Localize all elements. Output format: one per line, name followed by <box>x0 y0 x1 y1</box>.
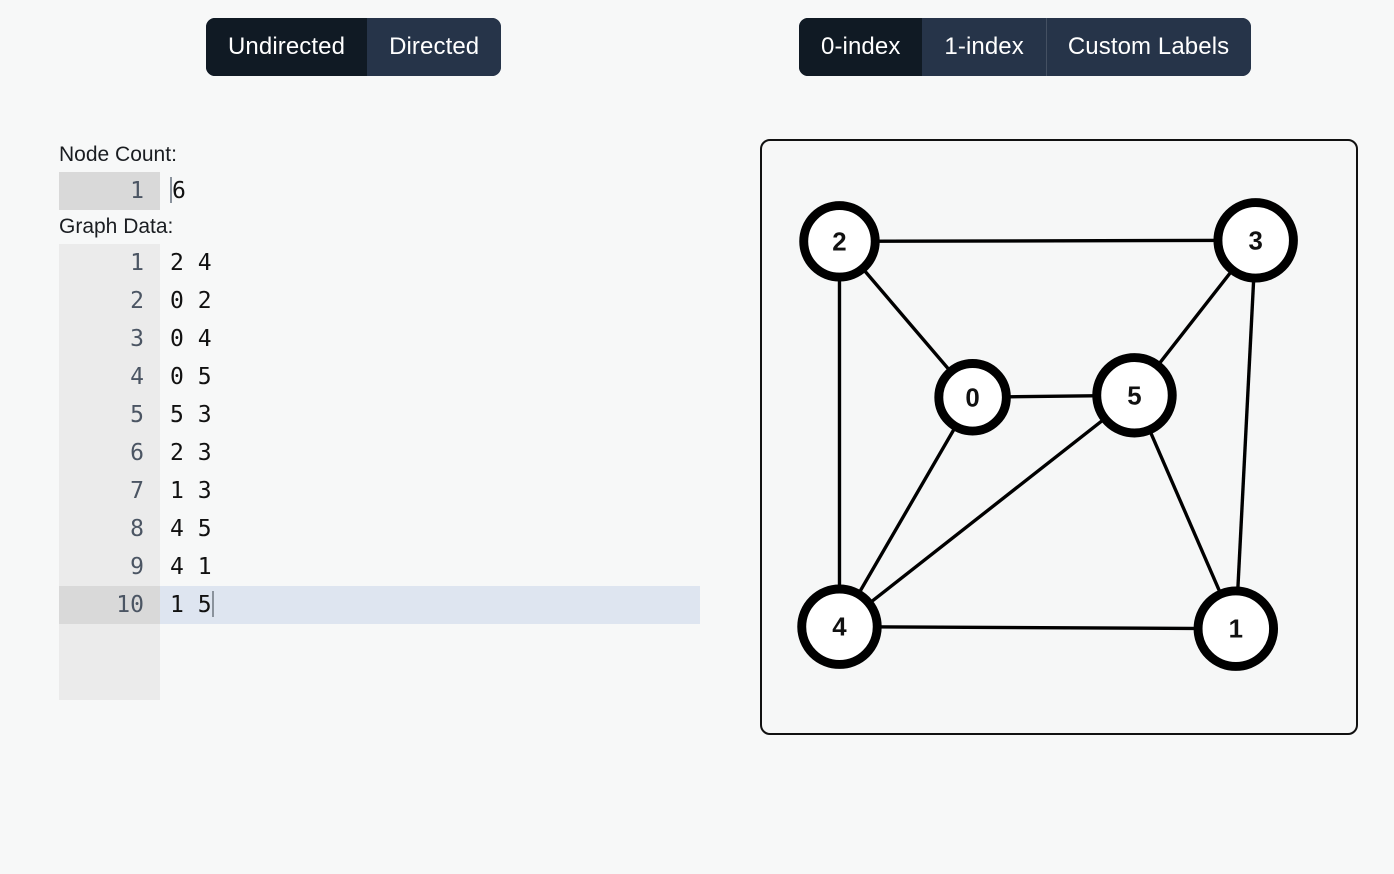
node-label: 5 <box>1127 382 1141 410</box>
graph-edges <box>837 238 1258 631</box>
node-label: 1 <box>1229 616 1243 644</box>
node-circle[interactable] <box>1213 198 1298 283</box>
graph-edge <box>1132 394 1238 630</box>
node-count-label: Node Count: <box>59 143 177 166</box>
graph-node[interactable]: 3 <box>1213 198 1298 283</box>
node-circle[interactable] <box>1193 586 1279 671</box>
line-content[interactable]: 0 2 <box>170 288 212 314</box>
indexing-option-1-index[interactable]: 1-index <box>922 18 1046 76</box>
graph-edge <box>839 238 1256 244</box>
line-number: 2 <box>59 282 160 320</box>
graph-node[interactable]: 5 <box>1092 353 1177 438</box>
indexing-option-custom-labels[interactable]: Custom Labels <box>1045 18 1252 76</box>
line-number: 10 <box>59 586 160 624</box>
graph-nodes[interactable]: 0 1 2 3 4 5 <box>797 198 1298 671</box>
line-number: 6 <box>59 434 160 472</box>
line-number: 9 <box>59 548 160 586</box>
direction-option-undirected[interactable]: Undirected <box>206 18 368 76</box>
graph-data-input[interactable]: 1 2 4 2 0 2 3 0 4 4 0 5 5 5 3 6 2 3 7 1 … <box>0 244 700 700</box>
code-line[interactable]: 1 6 <box>0 172 700 210</box>
line-number: 3 <box>59 320 160 358</box>
line-number: 1 <box>59 244 160 282</box>
line-content[interactable]: 5 3 <box>170 402 212 428</box>
node-label: 3 <box>1248 227 1262 255</box>
node-label: 2 <box>832 228 846 256</box>
line-content[interactable]: 1 3 <box>170 478 212 504</box>
graph-canvas-panel[interactable]: 0 1 2 3 4 5 <box>760 139 1358 735</box>
line-content[interactable]: 1 5 <box>160 586 700 624</box>
graph-node[interactable]: 4 <box>797 584 882 669</box>
graph-edge <box>839 625 1236 631</box>
line-content[interactable]: 2 4 <box>170 250 212 276</box>
direction-option-directed[interactable]: Directed <box>367 18 502 76</box>
code-line[interactable]: 4 0 5 <box>0 358 700 396</box>
indexing-option-0-index[interactable]: 0-index <box>799 18 923 76</box>
editor-column: Node Count: 1 6 Graph Data: 1 2 4 2 0 2 … <box>0 138 700 700</box>
code-line[interactable]: 1 2 4 <box>0 244 700 282</box>
text-caret <box>211 591 214 617</box>
graph-edge <box>838 393 1136 629</box>
line-content[interactable]: 4 1 <box>170 554 212 580</box>
node-label: 4 <box>832 614 847 642</box>
code-line[interactable]: 3 0 4 <box>0 320 700 358</box>
line-content[interactable]: 0 5 <box>170 364 212 390</box>
graph-data-label: Graph Data: <box>59 215 174 238</box>
line-number: 4 <box>59 358 160 396</box>
node-circle[interactable] <box>797 584 882 669</box>
line-number: 1 <box>59 172 160 210</box>
node-circle[interactable] <box>799 201 880 282</box>
code-line[interactable]: 6 2 3 <box>0 434 700 472</box>
code-line[interactable]: 7 1 3 <box>0 472 700 510</box>
line-number: 7 <box>59 472 160 510</box>
node-circle[interactable] <box>934 359 1011 436</box>
graph-node[interactable]: 2 <box>799 201 880 282</box>
line-text: 1 5 <box>170 592 212 618</box>
code-line[interactable]: 5 5 3 <box>0 396 700 434</box>
line-number: 5 <box>59 396 160 434</box>
graph-edge <box>1234 240 1258 629</box>
node-count-input[interactable]: 1 6 <box>0 172 700 210</box>
code-line[interactable]: 8 4 5 <box>0 510 700 548</box>
line-content[interactable]: 2 3 <box>170 440 212 466</box>
line-content[interactable]: 0 4 <box>170 326 212 352</box>
node-indexing-toggle[interactable]: 0-index 1-index Custom Labels <box>799 18 1252 76</box>
line-text: 6 <box>172 178 186 204</box>
graph-node[interactable]: 0 <box>934 359 1011 436</box>
line-content[interactable]: 4 5 <box>170 516 212 542</box>
node-circle[interactable] <box>1092 353 1177 438</box>
node-label: 0 <box>965 384 979 412</box>
line-number: 8 <box>59 510 160 548</box>
graph-edge <box>838 396 975 628</box>
line-content[interactable]: 6 <box>160 172 700 210</box>
graph-node[interactable]: 1 <box>1193 586 1279 671</box>
graph-svg[interactable]: 0 1 2 3 4 5 <box>762 141 1356 733</box>
code-line[interactable]: 2 0 2 <box>0 282 700 320</box>
code-line[interactable]: 9 4 1 <box>0 548 700 586</box>
code-line[interactable]: 10 1 5 <box>0 586 700 624</box>
graph-direction-toggle[interactable]: Undirected Directed <box>206 18 502 76</box>
text-caret <box>170 177 172 203</box>
